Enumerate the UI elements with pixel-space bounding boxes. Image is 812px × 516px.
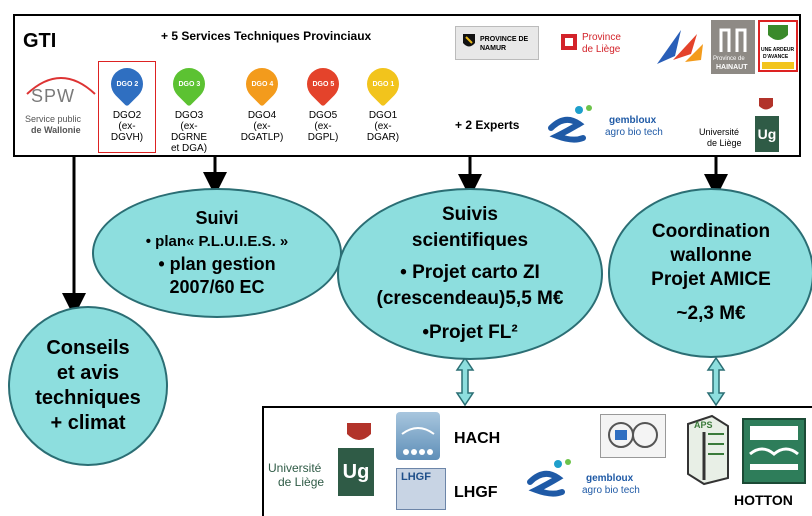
- province-hainaut-logo: Province de HAINAUT: [711, 20, 755, 74]
- ulg-logo-bottom: Ug Université de Liège: [268, 420, 388, 500]
- dgo2-drop-icon: DGO 2: [104, 61, 150, 107]
- hainaut-line1: Province de: [713, 56, 745, 62]
- dgo1-drop-icon: DGO 1: [360, 61, 406, 107]
- dgo5-logo: DGO 5 DGO5(ex-DGPL): [300, 61, 346, 143]
- scientifiques-item2: (crescendeau)5,5 M€: [376, 288, 564, 309]
- ulg-bottom-mark: Ug: [338, 448, 374, 496]
- dgo2-logo: DGO 2 DGO2(ex-DGVH): [104, 61, 150, 143]
- suivi-title: Suivi: [195, 208, 239, 228]
- ulg-bottom-crest-icon: [347, 423, 371, 440]
- svg-text:APS: APS: [694, 420, 713, 430]
- gembloux-bottom-swirl-icon: [527, 459, 571, 497]
- services-heading: + 5 Services Techniques Provinciaux: [161, 29, 372, 43]
- ulg-crest-icon: [759, 98, 773, 110]
- certification-seals-icon: [608, 422, 658, 448]
- double-arrow-scientifiques: [455, 356, 475, 407]
- node-coordination: Coordination wallonne Projet AMICE ~2,3 …: [608, 188, 812, 358]
- gembloux-line2: agro bio tech: [605, 127, 663, 138]
- liege-line1: Province: [582, 32, 621, 43]
- conseils-line3: techniques: [35, 387, 141, 409]
- dgo5-drop-icon: DGO 5: [300, 61, 346, 107]
- ulg-top-line1: Université: [699, 127, 740, 137]
- experts-label: + 2 Experts: [455, 118, 520, 132]
- gti-partners-box: GTI + 5 Services Techniques Provinciaux …: [13, 14, 801, 157]
- suivi-item2: • plan gestion: [158, 254, 276, 274]
- spw-logo: SPW Service public de Wallonie: [21, 68, 101, 140]
- conseils-line4: + climat: [50, 412, 126, 434]
- gembloux-logo: gembloux agro bio tech: [547, 102, 687, 148]
- coordination-line3: Projet AMICE: [651, 269, 771, 290]
- luxembourg-shield-icon: [768, 25, 788, 40]
- spw-line2: de Wallonie: [31, 125, 81, 135]
- province-liege-logo: Province de Liège: [560, 30, 642, 60]
- gembloux-line1: gembloux: [609, 115, 657, 126]
- hotton-logo: [742, 418, 806, 484]
- hach-label: HACH: [454, 430, 501, 447]
- namur-crest-icon: [463, 34, 475, 47]
- scientifiques-title2: scientifiques: [411, 230, 529, 251]
- ulg-bottom-line2: de Liège: [278, 475, 325, 489]
- liege-line2: de Liège: [582, 44, 621, 55]
- gti-title: GTI: [23, 30, 57, 52]
- avance-line1: UNE ARDEUR: [761, 47, 795, 53]
- namur-text: PROVINCE DE NAMUR: [480, 36, 529, 52]
- lhgf-label: LHGF: [454, 484, 498, 501]
- dgo3-drop-icon: DGO 3: [166, 61, 212, 107]
- spw-arc-icon: [26, 77, 96, 95]
- experts-detail-box: Ug Université de Liège HACH LHGF LHGF ge…: [262, 406, 812, 516]
- double-arrow-coordination: [706, 356, 726, 407]
- scientifiques-item3: •Projet FL²: [422, 322, 518, 343]
- hotton-bridge-icon: [749, 426, 799, 470]
- ulg-mark: Ug: [755, 116, 779, 152]
- brabant-swoosh-icon: [657, 30, 703, 64]
- coordination-line4: ~2,3 M€: [676, 303, 746, 324]
- aps-logo: APS: [682, 414, 734, 486]
- dgo2-highlight-frame: [98, 61, 156, 153]
- certification-logo: [600, 414, 666, 458]
- province-brabant-logo: [651, 20, 709, 70]
- spw-abbr: SPW: [31, 86, 76, 106]
- ulg-bottom-line1: Université: [268, 461, 322, 475]
- liege-emblem-icon: [561, 34, 577, 50]
- conseils-line1: Conseils: [46, 337, 130, 359]
- aps-book-icon: APS: [687, 414, 729, 486]
- lhgf-logo: LHGF: [396, 468, 446, 510]
- hach-logo: [396, 412, 440, 460]
- dgo4-drop-icon: DGO 4: [239, 61, 285, 107]
- suivi-item3: 2007/60 EC: [169, 277, 265, 297]
- gembloux-bottom-line1: gembloux: [586, 473, 634, 484]
- ulg-top-line2: de Liège: [707, 138, 742, 148]
- coordination-line2: wallonne: [670, 245, 752, 266]
- lhgf-logo-text: LHGF: [401, 471, 431, 483]
- dgo1-logo: DGO 1 DGO1(ex-DGAR): [360, 61, 406, 143]
- suivi-item1: • plan« P.L.U.I.E.S. »: [145, 233, 289, 250]
- scientifiques-item1: • Projet carto ZI: [400, 262, 540, 283]
- ulg-logo-top: Ug Université de Liège: [699, 96, 799, 154]
- scientifiques-title1: Suivis: [442, 204, 498, 225]
- gembloux-logo-bottom: gembloux agro bio tech: [526, 456, 666, 506]
- avance-band: [762, 62, 794, 69]
- hainaut-tower-icon: [719, 28, 747, 52]
- coordination-line1: Coordination: [651, 221, 771, 242]
- gembloux-swirl-icon: [548, 105, 592, 143]
- avance-line2: D'AVANCE: [763, 54, 789, 60]
- dgo4-logo: DGO 4 DGO4(ex-DGATLP): [233, 61, 291, 143]
- node-suivis-scientifiques: Suivis scientifiques • Projet carto ZI (…: [337, 188, 603, 360]
- gembloux-bottom-line2: agro bio tech: [582, 485, 640, 496]
- hotton-label: HOTTON: [734, 492, 793, 508]
- hainaut-line2: HAINAUT: [716, 64, 748, 71]
- node-suivi: Suivi • plan« P.L.U.I.E.S. » • plan gest…: [92, 188, 342, 318]
- conseils-line2: et avis: [56, 362, 120, 384]
- province-luxembourg-logo: UNE ARDEUR D'AVANCE: [758, 20, 798, 72]
- province-namur-logo: PROVINCE DE NAMUR: [455, 26, 539, 60]
- spw-line1: Service public: [25, 114, 82, 124]
- water-drops-icon: [401, 427, 435, 455]
- node-conseils: Conseils et avis techniques + climat: [8, 306, 168, 466]
